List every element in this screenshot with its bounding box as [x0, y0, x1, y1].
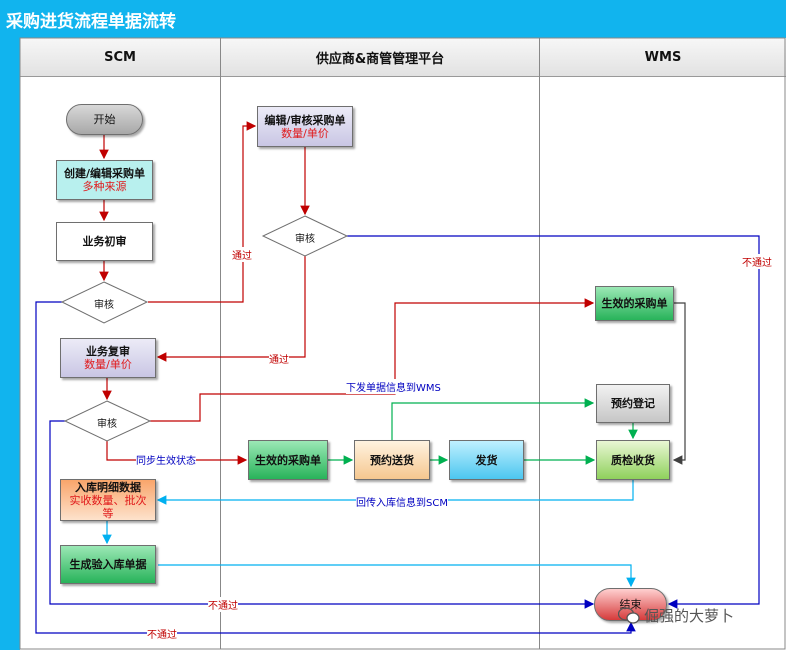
left-strip: [0, 38, 20, 650]
qc-receive-label: 质检收货: [611, 453, 655, 467]
start-node: 开始: [66, 104, 143, 135]
reserve-ship-node: 预约送货: [354, 440, 430, 480]
inbound-detail-label: 入库明细数据: [75, 480, 141, 494]
gen-receipt-node: 生成验入库单据: [60, 545, 156, 584]
edge-label-not-pass-bottom: 不通过: [147, 626, 177, 641]
edge-label-sync-status: 同步生效状态: [136, 452, 196, 467]
inbound-detail-sub: 实收数量、批次等: [69, 493, 147, 520]
edge-label-send-wms: 下发单据信息到WMS: [346, 379, 441, 394]
effective-order-wms-node: 生效的采购单: [595, 286, 674, 321]
reserve-register-label: 预约登记: [611, 397, 655, 410]
qc-receive-node: 质检收货: [596, 440, 670, 480]
start-label: 开始: [93, 113, 116, 126]
first-review-node: 业务初审: [56, 222, 153, 261]
edge-label-not-pass-right: 不通过: [742, 254, 772, 269]
lane-header-wms: WMS: [540, 38, 786, 77]
edit-review-label: 编辑/审核采购单: [264, 113, 346, 127]
review1-label: 审核: [94, 300, 114, 311]
inbound-detail-node: 入库明细数据 实收数量、批次等: [60, 479, 156, 521]
review2-label: 审核: [295, 234, 315, 245]
ship-node: 发货: [449, 440, 524, 480]
create-order-label: 创建/编辑采购单: [63, 167, 146, 180]
review3-shape: [63, 400, 152, 442]
create-order-sub: 多种来源: [82, 180, 127, 193]
effective-order-scm-node: 生效的采购单: [248, 440, 328, 480]
first-review-label: 业务初审: [82, 235, 127, 248]
edge-label-pass1: 通过: [232, 247, 252, 262]
review1-shape: [60, 281, 149, 324]
ship-label: 发货: [475, 453, 498, 467]
second-review-label: 业务复审: [86, 345, 130, 358]
effective-order-scm-label: 生效的采购单: [255, 453, 321, 467]
gen-receipt-label: 生成验入库单据: [69, 558, 147, 571]
reserve-ship-label: 预约送货: [370, 453, 414, 467]
second-review-sub: 数量/单价: [84, 358, 132, 371]
watermark: 倔强的大萝卜: [618, 605, 734, 626]
wechat-icon: [618, 606, 640, 624]
review2-shape: [261, 215, 349, 257]
create-order-node: 创建/编辑采购单 多种来源: [56, 160, 153, 200]
second-review-node: 业务复审 数量/单价: [60, 338, 156, 378]
reserve-register-node: 预约登记: [596, 384, 670, 423]
lane-header-platform: 供应商&商管管理平台: [221, 38, 539, 77]
review3-label: 审核: [97, 419, 117, 430]
watermark-text: 倔强的大萝卜: [644, 607, 735, 625]
effective-order-wms-label: 生效的采购单: [601, 297, 668, 310]
edge-label-not-pass-mid: 不通过: [208, 597, 238, 612]
lane-header-scm: SCM: [20, 38, 220, 77]
edge-label-return-scm: 回传入库信息到SCM: [356, 494, 448, 509]
edge-label-pass2: 通过: [269, 351, 289, 366]
edit-review-sub: 数量/单价: [281, 126, 329, 140]
page-title: 采购进货流程单据流转: [6, 12, 176, 32]
edit-review-node: 编辑/审核采购单 数量/单价: [257, 106, 353, 147]
